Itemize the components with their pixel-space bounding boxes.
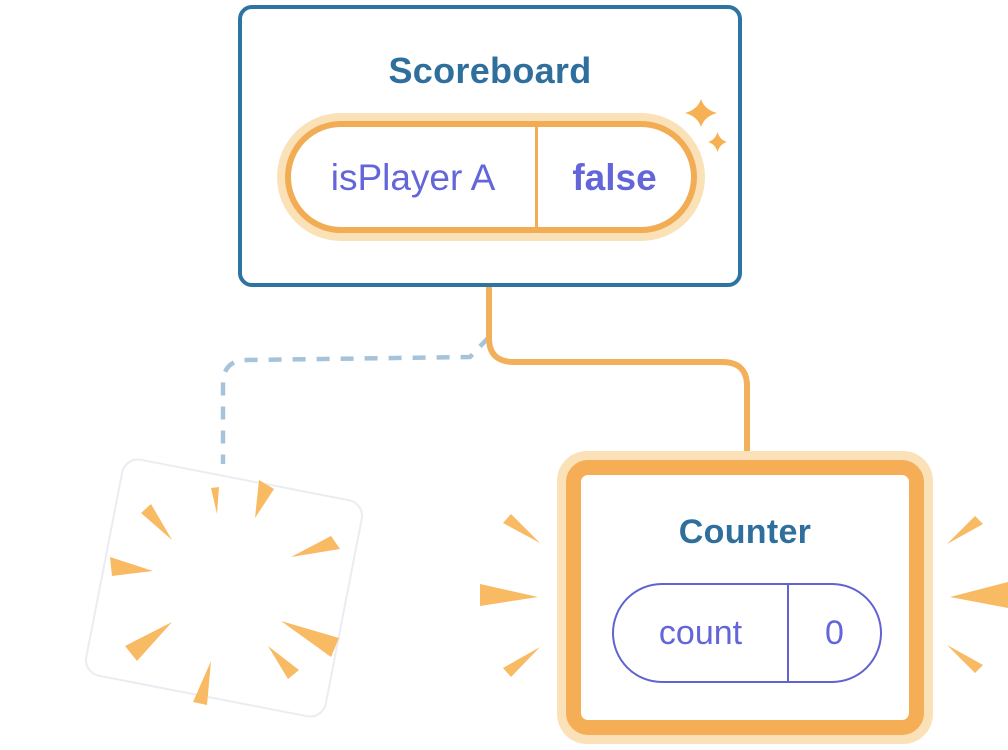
emphasis-burst-icon	[480, 514, 1008, 677]
connector-scoreboard-counter	[486, 284, 750, 464]
removed-card-body	[85, 458, 363, 718]
counter-state-pill: count 0	[612, 583, 882, 683]
scoreboard-state-pill: isPlayer A false	[285, 121, 697, 233]
sparkles-icon	[685, 99, 727, 152]
counter-state-value: 0	[825, 614, 844, 652]
scoreboard-state-value: false	[572, 156, 657, 198]
removed-component-card	[85, 458, 363, 718]
connector-dashed-removed	[220, 335, 491, 464]
pill-divider	[787, 585, 789, 681]
counter-card: Counter count 0	[557, 451, 933, 744]
pill-divider	[535, 127, 538, 227]
counter-title: Counter	[678, 513, 812, 551]
scoreboard-title: Scoreboard	[388, 50, 592, 91]
scoreboard-card: Scoreboard isPlayer A false	[238, 5, 742, 287]
scoreboard-state-name: isPlayer A	[330, 156, 496, 198]
poof-burst-icon	[110, 480, 340, 705]
counter-state-name: count	[658, 614, 743, 652]
